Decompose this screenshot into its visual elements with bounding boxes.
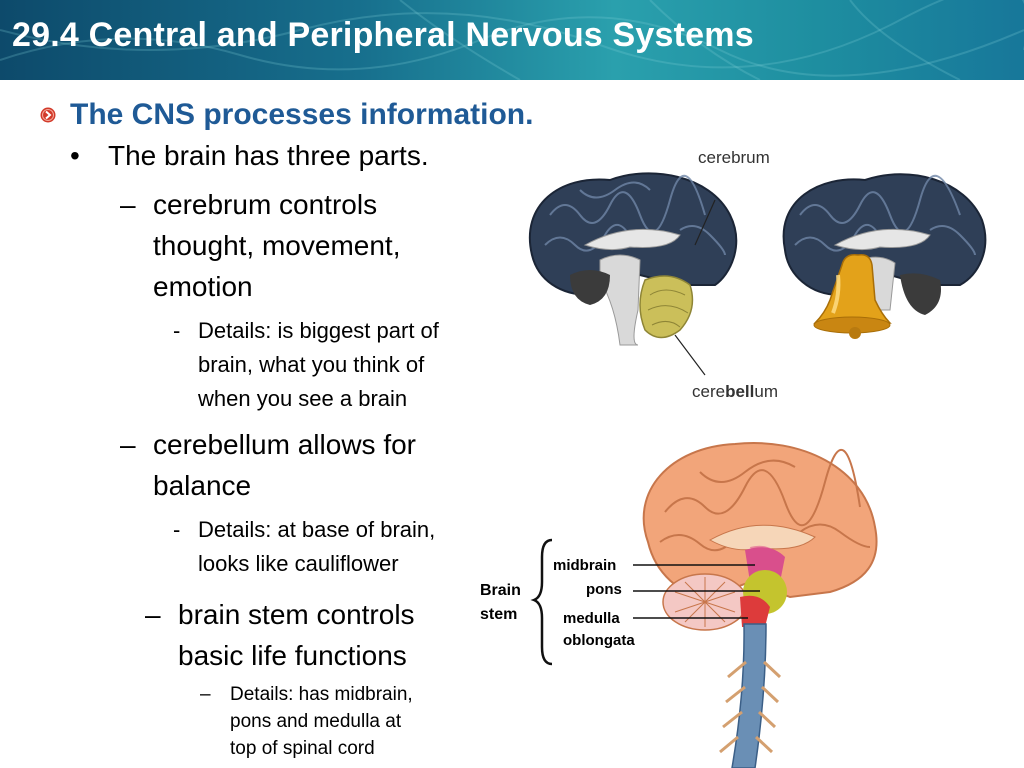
dash-marker-cerebellum: – <box>120 429 136 460</box>
label-stem: stem <box>480 606 517 623</box>
hyphen-marker-cerebellum: - <box>173 517 181 542</box>
cerebrum-detail-1: Details: is biggest part of <box>198 318 439 343</box>
cerebrum-detail-3: when you see a brain <box>198 386 408 411</box>
bullet-brain-parts: The brain has three parts. <box>108 140 429 171</box>
heading-bullet-icon <box>40 107 56 123</box>
cerebellum-line-1: cerebellum allows for <box>153 429 416 460</box>
brainstem-detail-3: top of spinal cord <box>230 738 375 759</box>
medulla-region <box>740 595 770 627</box>
dash-marker-brainstem: – <box>145 599 161 630</box>
cerebellum-detail-2: looks like cauliflower <box>198 551 399 576</box>
label-brain: Brain <box>480 582 521 599</box>
bullet-dot: • <box>70 140 80 171</box>
title-bar-texture <box>0 0 1024 80</box>
left-brain-illustration <box>529 172 738 346</box>
label-medulla-line-1: medulla <box>563 610 620 627</box>
slide-title: 29.4 Central and Peripheral Nervous Syst… <box>12 16 754 54</box>
cerebrum-line-3: emotion <box>153 271 253 302</box>
cerebellum-detail-1: Details: at base of brain, <box>198 517 436 542</box>
cerebellum-line-2: balance <box>153 470 252 501</box>
bell-icon <box>813 253 892 339</box>
label-cerebellum-bold: bell <box>725 382 754 401</box>
label-medulla-line-2: oblongata <box>563 632 635 649</box>
label-pons: pons <box>586 581 622 598</box>
brain-cross-section-figure: cerebrum cerebellum <box>529 148 987 401</box>
brainstem-line-2: basic life functions <box>178 640 407 671</box>
label-cerebellum-pre: cere <box>692 382 725 401</box>
label-cerebellum-post: um <box>754 382 778 401</box>
label-cerebrum: cerebrum <box>698 148 770 167</box>
dash-marker-brainstem-detail: – <box>200 684 211 705</box>
spinal-cord <box>731 623 767 768</box>
hyphen-marker-cerebrum: - <box>173 318 181 343</box>
section-heading: The CNS processes information. <box>70 98 534 131</box>
heading-row: The CNS processes information. <box>40 98 533 132</box>
dash-marker-cerebrum: – <box>120 189 136 220</box>
brainstem-detail-1: Details: has midbrain, <box>230 684 413 705</box>
cerebrum-line-2: thought, movement, <box>153 230 401 261</box>
label-cerebellum: cerebellum <box>692 382 778 401</box>
brainstem-detail-2: pons and medulla at <box>230 711 402 732</box>
cerebrum-line-1: cerebrum controls <box>153 189 378 220</box>
label-midbrain: midbrain <box>553 557 616 574</box>
brain-stem-figure: Brain stem midbrain pons medulla oblonga… <box>480 442 878 768</box>
right-brain-illustration <box>782 173 987 339</box>
cerebellum-leader-line <box>674 334 706 376</box>
orange-brain-illustration <box>642 442 878 768</box>
cerebrum-detail-2: brain, what you think of <box>198 352 425 377</box>
cerebellum-highlight <box>639 275 694 339</box>
brace-bracket <box>530 538 553 666</box>
brainstem-line-1: brain stem controls <box>178 599 415 630</box>
cerebrum-leader-line <box>694 199 716 246</box>
title-bar: 29.4 Central and Peripheral Nervous Syst… <box>0 0 1024 80</box>
